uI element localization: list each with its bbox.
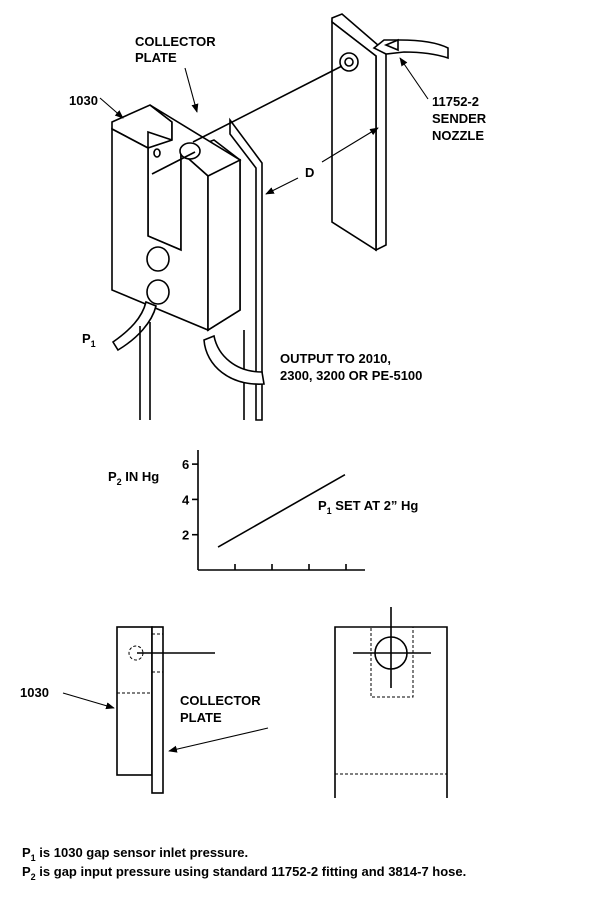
side-view-collector-plate <box>151 626 164 794</box>
sender-nozzle-label-line3: NOZZLE <box>432 128 484 143</box>
collector-plate-label-bottom-line1: COLLECTOR <box>180 693 261 708</box>
footnotes: P1 is 1030 gap sensor inlet pressure. P2… <box>22 845 466 882</box>
chart-y-ticks: 2 4 6 <box>182 457 198 543</box>
output-label-line1: OUTPUT TO 2010, <box>280 351 391 366</box>
output-label-line2: 2300, 3200 OR PE-5100 <box>280 368 422 383</box>
collector-plate-label-bottom-line2: PLATE <box>180 710 222 725</box>
chart-series-label: P1 SET AT 2” Hg <box>318 498 418 516</box>
footnote-p2: P2 is gap input pressure using standard … <box>22 864 466 882</box>
chart-series <box>217 474 346 548</box>
pressure-chart: P2 IN Hg 2 4 6 P1 SET AT 2” Hg <box>108 450 418 571</box>
sender-nozzle-label-line2: SENDER <box>432 111 487 126</box>
top-labels: COLLECTOR PLATE 1030 11752-2 SENDER NOZZ… <box>69 34 487 383</box>
collector-plate-label-line2: PLATE <box>135 50 177 65</box>
footnote-p1: P1 is 1030 gap sensor inlet pressure. <box>22 845 248 863</box>
sensor-3d-illustration <box>111 13 449 421</box>
part-1030-label-top: 1030 <box>69 93 98 108</box>
chart-x-ticks <box>234 564 347 570</box>
hoses <box>111 300 265 420</box>
chart-y-tick-label-6: 6 <box>182 457 189 472</box>
chart-y-tick-label-2: 2 <box>182 528 189 543</box>
p1-label: P1 <box>82 331 96 349</box>
sender-plate <box>331 13 449 252</box>
side-view-sensor-body <box>116 626 153 776</box>
air-stream-line <box>192 65 343 143</box>
front-view <box>334 607 448 798</box>
sensor-1030-block <box>111 104 242 332</box>
chart-y-axis-label: P2 IN Hg <box>108 469 159 487</box>
chart-series-line-0 <box>217 474 346 548</box>
part-1030-label-bottom: 1030 <box>20 685 49 700</box>
side-view: 1030 COLLECTOR PLATE <box>20 626 269 794</box>
chart-y-tick-label-4: 4 <box>182 492 190 507</box>
sender-nozzle-label-line1: 11752-2 <box>432 94 479 109</box>
distance-d-label: D <box>305 165 314 180</box>
collector-plate-label-line1: COLLECTOR <box>135 34 216 49</box>
